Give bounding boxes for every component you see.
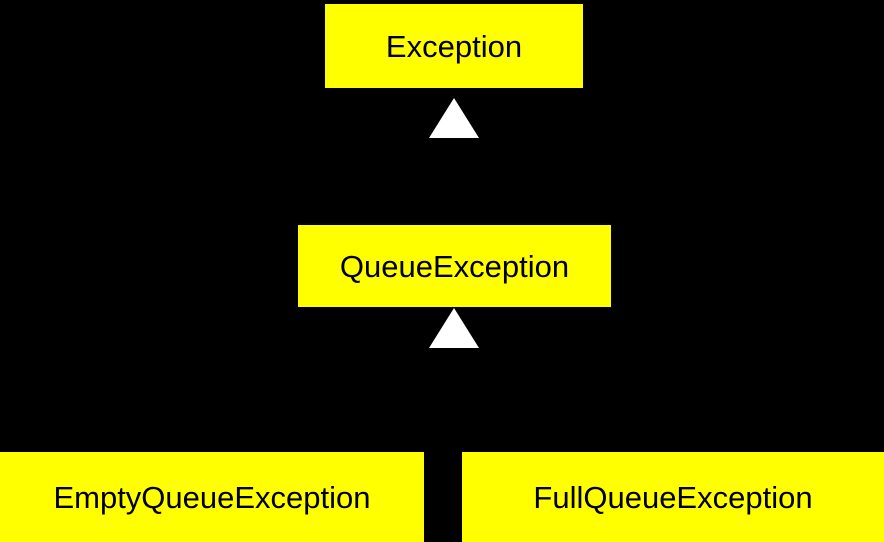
class-label-emptyqueueexception: EmptyQueueException: [53, 479, 371, 515]
generalization-arrow-icon-to-queueexception: [429, 308, 479, 348]
class-node-fullqueueexception[interactable]: FullQueueException: [462, 452, 884, 542]
class-label-exception: Exception: [385, 28, 523, 64]
class-node-emptyqueueexception[interactable]: EmptyQueueException: [0, 452, 424, 542]
class-label-queueexception: QueueException: [339, 248, 570, 284]
class-node-exception[interactable]: Exception: [325, 4, 583, 88]
generalization-arrow-icon-to-exception: [429, 98, 479, 138]
connector-exception-to-queueexception: [453, 138, 456, 226]
connector-queueexception-stem: [443, 348, 465, 454]
class-label-fullqueueexception: FullQueueException: [533, 479, 813, 515]
class-node-queueexception[interactable]: QueueException: [298, 225, 611, 307]
